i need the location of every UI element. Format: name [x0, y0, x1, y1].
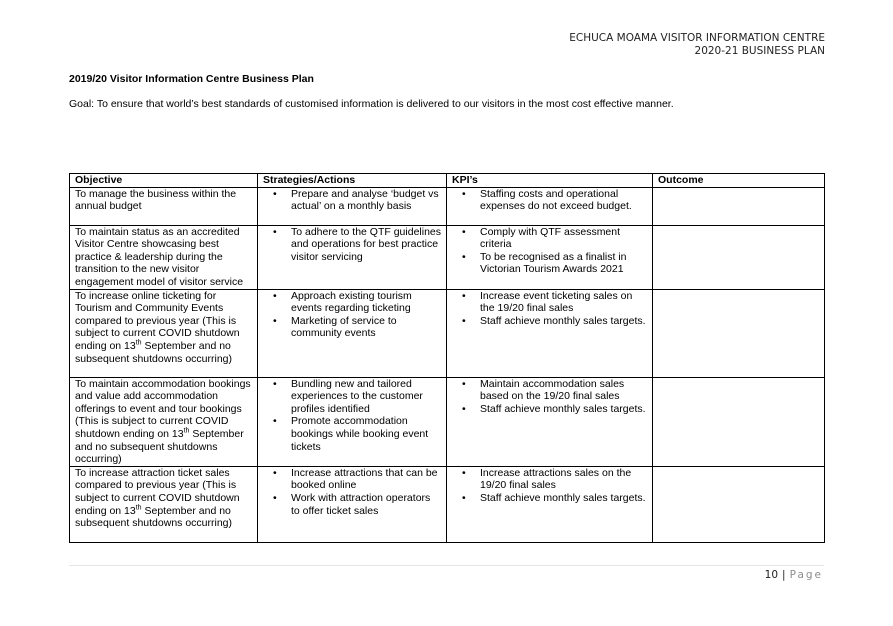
kpi-item: Comply with QTF assessment criteria	[462, 226, 647, 251]
table-row: To maintain status as an accredited Visi…	[69, 224, 825, 290]
strategy-item: Marketing of service to community events	[273, 315, 441, 340]
outcome-cell	[652, 288, 825, 378]
table-row: To increase online ticketing for Tourism…	[69, 288, 825, 378]
business-plan-table: Objective Strategies/Actions KPI’s Outco…	[69, 173, 825, 543]
strategies-cell: Approach existing tourism events regardi…	[257, 288, 447, 378]
kpi-item: Staff achieve monthly sales targets.	[462, 403, 647, 416]
strategies-cell: Prepare and analyse ‘budget vs actual’ o…	[257, 186, 447, 226]
objective-cell: To maintain accommodation bookings and v…	[69, 376, 258, 467]
table-header-row: Objective Strategies/Actions KPI’s Outco…	[69, 173, 825, 188]
table-row: To manage the business within the annual…	[69, 186, 825, 226]
strategy-item: Bundling new and tailored experiences to…	[273, 378, 441, 416]
table-row: To increase attraction ticket sales comp…	[69, 465, 825, 543]
footer-divider	[69, 565, 824, 566]
outcome-cell	[652, 224, 825, 290]
header-outcome: Outcome	[652, 173, 825, 188]
objective-cell: To manage the business within the annual…	[69, 186, 258, 226]
ordinal-suffix: th	[135, 339, 142, 347]
document-header: ECHUCA MOAMA VISITOR INFORMATION CENTRE …	[569, 32, 825, 58]
objective-text-cont: September and no subsequent shutdowns oc…	[75, 504, 233, 530]
header-plan-title: 2020-21 BUSINESS PLAN	[694, 45, 825, 57]
strategy-item: Increase attractions that can be booked …	[273, 467, 441, 492]
kpi-item: Staffing costs and operational expenses …	[462, 188, 647, 213]
kpi-cell: Comply with QTF assessment criteria To b…	[446, 224, 653, 290]
header-organization: ECHUCA MOAMA VISITOR INFORMATION CENTRE	[569, 32, 825, 44]
strategy-item: Work with attraction operators to offer …	[273, 492, 441, 517]
kpi-item: Staff achieve monthly sales targets.	[462, 315, 647, 328]
objective-text-cont: September and no subsequent shutdowns oc…	[75, 339, 233, 365]
strategies-cell: Bundling new and tailored experiences to…	[257, 376, 447, 467]
table-row: To maintain accommodation bookings and v…	[69, 376, 825, 467]
kpi-cell: Increase attractions sales on the 19/20 …	[446, 465, 653, 543]
footer-separator: |	[782, 569, 786, 581]
strategy-item: Promote accommodation bookings while boo…	[273, 415, 441, 453]
objective-cell: To increase online ticketing for Tourism…	[69, 288, 258, 378]
page-number: 10	[764, 569, 779, 581]
outcome-cell	[652, 186, 825, 226]
page-footer: 10|Page	[765, 569, 823, 581]
kpi-item: To be recognised as a finalist in Victor…	[462, 251, 647, 276]
header-strategies: Strategies/Actions	[257, 173, 447, 188]
outcome-cell	[652, 376, 825, 467]
kpi-item: Staff achieve monthly sales targets.	[462, 492, 647, 505]
strategy-item: Prepare and analyse ‘budget vs actual’ o…	[273, 188, 441, 213]
objective-text: To increase online ticketing for Tourism…	[75, 289, 240, 352]
strategies-cell: To adhere to the QTF guidelines and oper…	[257, 224, 447, 290]
page-label: Page	[789, 569, 823, 581]
kpi-cell: Staffing costs and operational expenses …	[446, 186, 653, 226]
kpi-item: Increase attractions sales on the 19/20 …	[462, 467, 647, 492]
objective-cell: To maintain status as an accredited Visi…	[69, 224, 258, 290]
goal-statement: Goal: To ensure that world’s best standa…	[69, 98, 674, 110]
document-title: 2019/20 Visitor Information Centre Busin…	[69, 73, 314, 85]
kpi-item: Increase event ticketing sales on the 19…	[462, 290, 647, 315]
ordinal-suffix: th	[183, 427, 190, 435]
kpi-item: Maintain accommodation sales based on th…	[462, 378, 647, 403]
strategy-item: Approach existing tourism events regardi…	[273, 290, 441, 315]
ordinal-suffix: th	[135, 504, 142, 512]
objective-text: To increase attraction ticket sales comp…	[75, 466, 240, 517]
header-objective: Objective	[69, 173, 258, 188]
header-kpis: KPI’s	[446, 173, 653, 188]
strategies-cell: Increase attractions that can be booked …	[257, 465, 447, 543]
objective-text: To maintain accommodation bookings and v…	[75, 377, 251, 440]
kpi-cell: Increase event ticketing sales on the 19…	[446, 288, 653, 378]
objective-cell: To increase attraction ticket sales comp…	[69, 465, 258, 543]
kpi-cell: Maintain accommodation sales based on th…	[446, 376, 653, 467]
strategy-item: To adhere to the QTF guidelines and oper…	[273, 226, 441, 264]
objective-text-cont: September and no subsequent shutdowns oc…	[75, 427, 244, 466]
outcome-cell	[652, 465, 825, 543]
